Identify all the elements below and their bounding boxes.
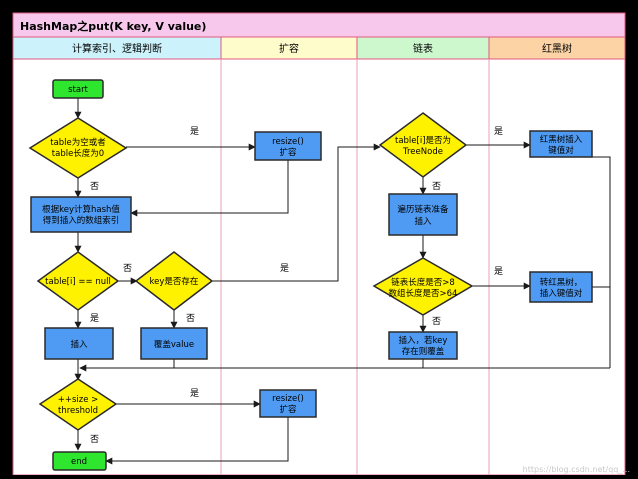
start-terminal <box>52 79 104 99</box>
edge-label-no: 否 <box>186 313 195 324</box>
node-label: 根据key计算hash值 <box>42 204 120 215</box>
node-label: TreeNode <box>402 147 443 157</box>
decision-is-treenode <box>378 112 468 178</box>
watermark-text: https://blog.csdn.net/qq_... <box>523 465 630 474</box>
decision-table-empty <box>28 117 128 179</box>
title-bar <box>12 12 626 38</box>
process-resize-bottom <box>259 389 317 418</box>
node-label: table为空或者 <box>50 137 106 148</box>
node-label: 插入，若key <box>399 335 448 346</box>
lane-label-compute: 计算索引、逻辑判断 <box>72 42 162 55</box>
process-traverse-list <box>388 193 458 236</box>
edge-label-yes: 是 <box>190 388 199 399</box>
lane-label-resize: 扩容 <box>279 42 299 55</box>
edge-label-no: 否 <box>432 316 441 327</box>
node-label: table[i]是否为 <box>395 135 451 146</box>
edge-label-yes: 是 <box>494 266 503 277</box>
process-resize-top <box>254 131 322 161</box>
node-label: 扩容 <box>279 404 297 415</box>
process-tree-insert <box>529 130 593 158</box>
diagram-title: HashMap之put(K key, V value) <box>20 19 206 33</box>
node-label: 键值对 <box>548 145 574 156</box>
end-terminal <box>52 451 107 471</box>
node-label: 链表长度是否>8 <box>391 277 455 288</box>
edge-resize-to-hash <box>130 160 289 217</box>
diagram-frame <box>12 12 626 476</box>
node-label: 扩容 <box>279 147 297 158</box>
process-overwrite <box>140 327 208 360</box>
node-label: 存在则覆盖 <box>402 346 445 357</box>
node-label: 插入 <box>414 216 432 227</box>
process-insert-or-overwrite <box>388 331 458 360</box>
node-label-end: end <box>71 457 87 467</box>
decision-size-threshold <box>38 378 118 431</box>
node-label: 遍历链表准备 <box>397 204 449 215</box>
node-label: resize() <box>272 137 304 147</box>
edge-label-yes: 是 <box>494 126 503 137</box>
lane-label-list: 链表 <box>413 42 433 55</box>
node-label: table长度为0 <box>52 148 104 159</box>
edge-resize-to-end <box>105 417 289 465</box>
node-label: threshold <box>58 406 98 416</box>
process-to-tree <box>529 271 593 303</box>
node-label: key是否存在 <box>150 276 199 287</box>
edge-label-no: 否 <box>123 263 132 274</box>
connectors <box>74 98 611 465</box>
swimlanes: 计算索引、逻辑判断 扩容 链表 红黑树 <box>12 36 626 475</box>
lane-label-tree: 红黑树 <box>542 42 572 55</box>
lane-header-tree <box>488 36 626 60</box>
edge-label-yes: 是 <box>280 263 289 274</box>
edge-label-no: 否 <box>90 181 99 192</box>
node-label: resize() <box>272 394 304 404</box>
node-label-start: start <box>68 85 88 95</box>
node-label: 红黑树插入 <box>540 134 583 145</box>
decision-table-i-null <box>36 251 120 311</box>
node-label: 覆盖value <box>154 339 194 350</box>
edge-label-no: 否 <box>432 181 441 192</box>
edge-treeinsert-merge <box>592 156 611 368</box>
decision-key-exists <box>134 251 214 311</box>
edge-label-yes: 是 <box>90 313 99 324</box>
node-label: 得到插入的数组索引 <box>43 215 120 226</box>
process-insert <box>44 327 114 360</box>
node-label: 插入 <box>70 339 88 350</box>
node-label: ++size > <box>58 395 99 405</box>
edge-exists-no <box>212 143 381 282</box>
process-compute-hash <box>30 196 132 233</box>
node-label: 数组长度是否>64 <box>389 288 458 299</box>
decision-list-length <box>372 257 474 316</box>
node-label: 转红黑树， <box>540 277 583 288</box>
edge-label-no: 否 <box>90 434 99 445</box>
edge-label-yes: 是 <box>190 126 199 137</box>
node-label: table[i] == null <box>45 277 111 287</box>
node-label: 插入键值对 <box>540 288 583 299</box>
